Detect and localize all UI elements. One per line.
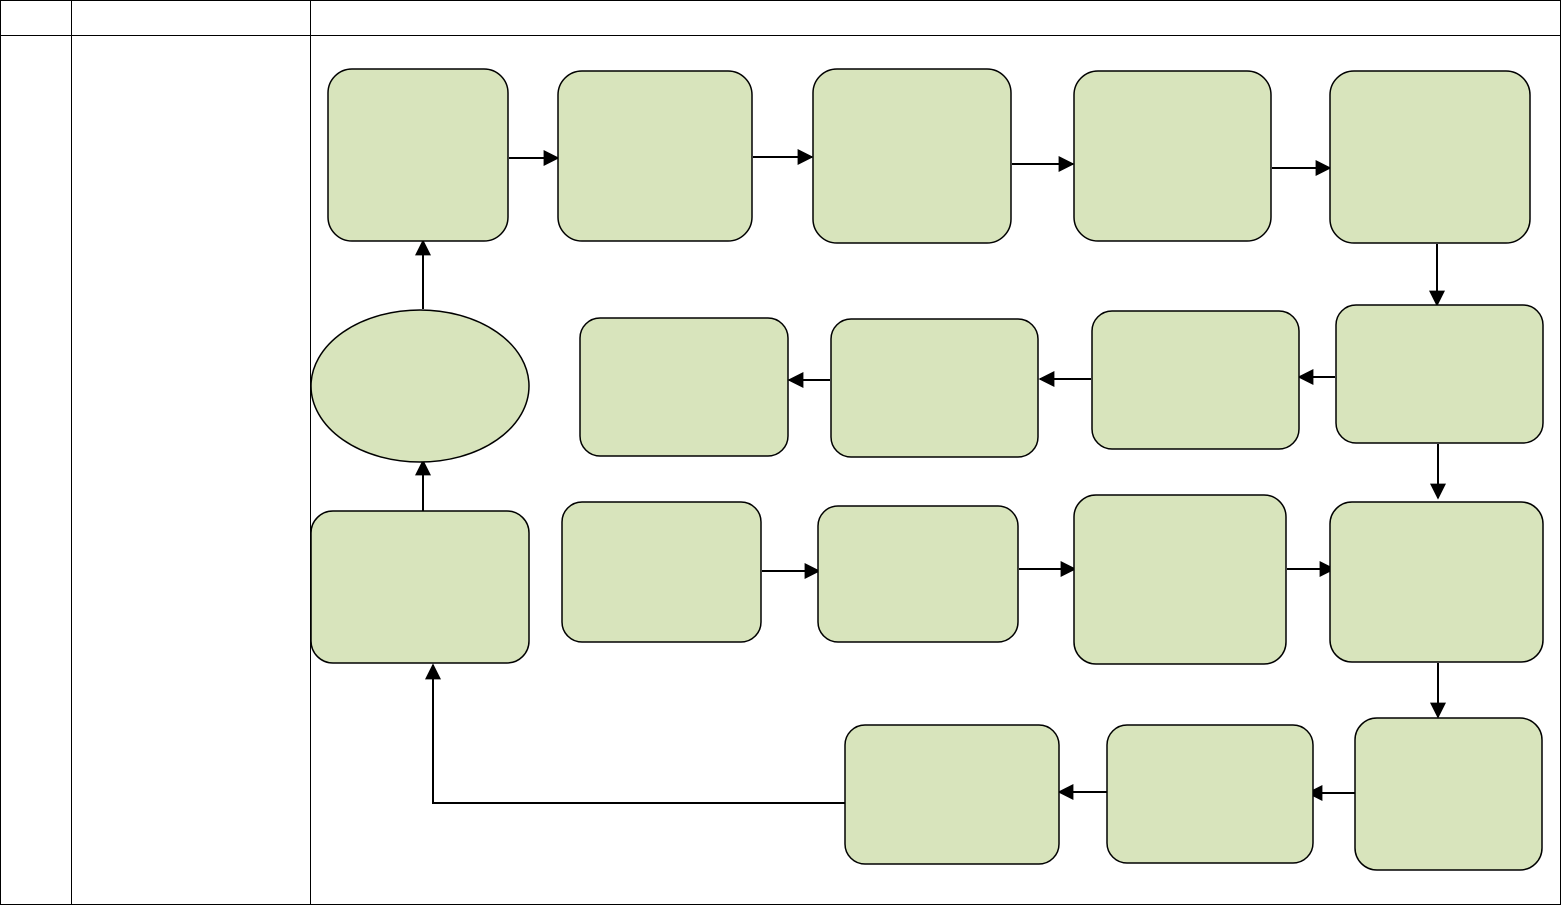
process-node-5 [1329,70,1531,244]
process-node-6 [1335,304,1544,444]
edges [415,149,1446,804]
process-node-4 [1073,70,1272,242]
process-node-16 [1354,717,1543,871]
process-node-11 [310,510,530,664]
edge-n18-n11 [425,663,845,804]
process-node-8 [830,318,1039,458]
process-node-18 [844,724,1060,865]
process-node-17 [1106,724,1314,864]
process-node-7 [1091,310,1300,450]
process-node-3 [812,68,1012,244]
process-node-2 [557,70,753,242]
process-node-13 [817,505,1019,643]
process-node-14 [1073,494,1287,665]
process-node-9 [579,317,789,457]
nodes [310,68,1544,871]
process-node-12 [561,501,762,643]
process-node-1 [327,68,509,242]
process-node-15 [1329,501,1544,663]
start-end-node [310,309,530,463]
